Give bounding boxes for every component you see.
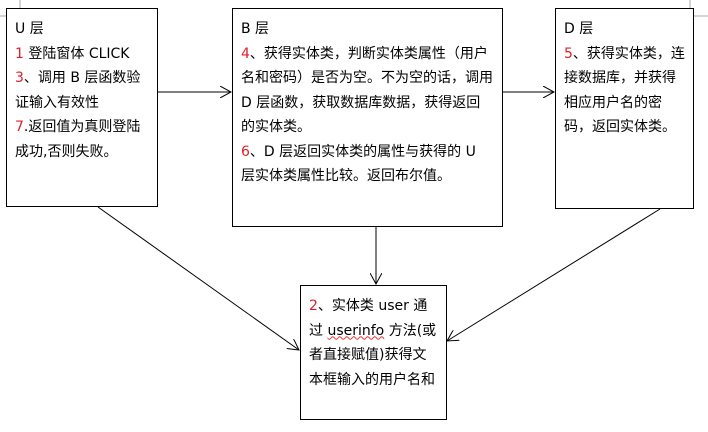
d-step-5: 5、获得实体类，连接数据库，并获得相应用户名的密码，返回实体类。 (564, 45, 685, 136)
arrow-u-to-entity (97, 206, 299, 350)
arrow-d-to-entity (447, 208, 661, 341)
b-step-6: 6、D 层返回实体类的属性与获得的 U 层实体类属性比较。返回布尔值。 (241, 143, 476, 185)
entity-step-2: 2、实体类 user 通过 userinfo 方法(或者直接赋值)获得文本框输入… (309, 298, 437, 388)
u-step-3: 3、调用 B 层函数验证输入有效性 (15, 70, 141, 111)
corner-mark (689, 0, 708, 17)
d-layer-title: D 层 (564, 21, 594, 37)
b-layer-box: B 层 4、获得实体类，判断实体类属性（用户名和密码）是否为空。不为空的话，调用… (232, 8, 503, 227)
entity-box: 2、实体类 user 通过 userinfo 方法(或者直接赋值)获得文本框输入… (300, 285, 447, 420)
b-step-4: 4、获得实体类，判断实体类属性（用户名和密码）是否为空。不为空的话，调用 D 层… (241, 45, 493, 136)
userinfo-method: userinfo (327, 322, 385, 339)
b-layer-title: B 层 (241, 21, 270, 37)
u-step-1: 1 登陆窗体 CLICK (15, 45, 130, 62)
d-layer-box: D 层 5、获得实体类，连接数据库，并获得相应用户名的密码，返回实体类。 (555, 8, 694, 209)
u-step-7: 7.返回值为真则登陆成功,否则失败。 (15, 119, 141, 160)
u-layer-box: U 层 1 登陆窗体 CLICK 3、调用 B 层函数验证输入有效性 7.返回值… (6, 8, 158, 207)
corner-mark (0, 0, 21, 17)
u-layer-title: U 层 (15, 21, 44, 37)
